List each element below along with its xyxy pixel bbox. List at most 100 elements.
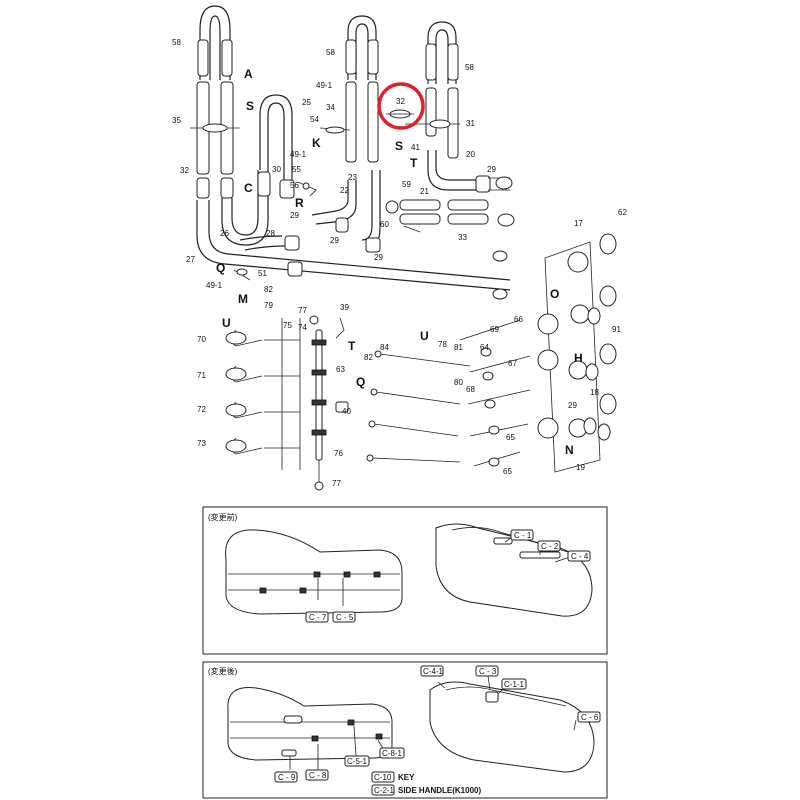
part-label: 78 xyxy=(438,340,447,349)
letter-marker: A xyxy=(244,67,253,81)
part-label: 23 xyxy=(348,173,357,182)
after-heading: (変更後) xyxy=(208,666,238,676)
part-label: 20 xyxy=(466,150,475,159)
part-label: 30 xyxy=(272,165,281,174)
part-label: 32 xyxy=(396,97,405,106)
part-label: 58 xyxy=(326,48,335,57)
part-label: 79 xyxy=(264,301,273,310)
letter-marker: S xyxy=(246,99,254,113)
legend-c21: C-2-1 xyxy=(374,786,395,795)
part-label: 91 xyxy=(612,325,621,334)
connection-letters: A S K C R S T Q M U T U Q O H N xyxy=(216,67,583,457)
part-label: 62 xyxy=(618,208,627,217)
callout-c2: C - 2 xyxy=(541,542,559,551)
part-label: 51 xyxy=(258,269,267,278)
callout-c5: C - 5 xyxy=(336,613,354,622)
part-label: 66 xyxy=(514,315,523,324)
part-label: 82 xyxy=(264,285,273,294)
part-label: 75 xyxy=(283,321,292,330)
letter-marker: Q xyxy=(216,261,225,275)
legend-c10: C-10 xyxy=(374,773,392,782)
letter-marker: S xyxy=(395,139,403,153)
part-label: 17 xyxy=(574,219,583,228)
letter-marker: U xyxy=(222,316,231,330)
part-label: 49-1 xyxy=(206,281,223,290)
tubing-left xyxy=(190,5,511,291)
part-label: 55 xyxy=(292,165,301,174)
part-label: 58 xyxy=(465,63,474,72)
letter-marker: M xyxy=(238,292,248,306)
part-label: 82 xyxy=(364,353,373,362)
part-label: 25 xyxy=(302,98,311,107)
part-label: 19 xyxy=(576,463,585,472)
callout-c9: C - 9 xyxy=(278,773,296,782)
part-label: 54 xyxy=(310,115,319,124)
part-label: 29 xyxy=(568,401,577,410)
letter-marker: H xyxy=(574,351,583,365)
part-label: 69 xyxy=(490,325,499,334)
letter-marker: T xyxy=(348,339,356,353)
letter-marker: U xyxy=(420,329,429,343)
part-label: 68 xyxy=(466,385,475,394)
part-label: 73 xyxy=(197,439,206,448)
part-label: 76 xyxy=(334,449,343,458)
callout-c81: C-8-1 xyxy=(382,749,403,758)
callout-c8: C - 8 xyxy=(309,771,327,780)
letter-marker: Q xyxy=(356,375,365,389)
lever-linkage xyxy=(225,315,531,491)
part-label: 58 xyxy=(172,38,181,47)
part-label: 56 xyxy=(290,181,299,190)
tubing-right xyxy=(385,21,515,300)
part-label: 18 xyxy=(590,388,599,397)
part-label: 65 xyxy=(503,467,512,476)
tubing-middle xyxy=(297,15,381,253)
part-label: 31 xyxy=(466,119,475,128)
part-label: 65 xyxy=(506,433,515,442)
part-label: 84 xyxy=(380,343,389,352)
highlight-circle-part-32 xyxy=(377,82,425,130)
part-label: 29 xyxy=(290,211,299,220)
letter-marker: C xyxy=(244,181,253,195)
part-label: 22 xyxy=(340,186,349,195)
part-label: 81 xyxy=(454,343,463,352)
part-label: 34 xyxy=(326,103,335,112)
part-label: 33 xyxy=(458,233,467,242)
part-label: 63 xyxy=(336,365,345,374)
callout-c7: C - 7 xyxy=(309,613,327,622)
callout-c51: C-5-1 xyxy=(347,757,368,766)
part-label: 40 xyxy=(342,407,351,416)
before-heading: (変更前) xyxy=(208,512,238,522)
part-label: 35 xyxy=(172,116,181,125)
letter-marker: K xyxy=(312,136,321,150)
part-label: 60 xyxy=(380,220,389,229)
part-label: 21 xyxy=(420,187,429,196)
part-label: 29 xyxy=(487,165,496,174)
part-label: 49-1 xyxy=(290,150,307,159)
part-label: 27 xyxy=(186,255,195,264)
callout-c11: C-1-1 xyxy=(504,680,525,689)
part-label: 32 xyxy=(180,166,189,175)
part-label: 29 xyxy=(330,236,339,245)
part-label: 77 xyxy=(298,306,307,315)
legend-side-handle: SIDE HANDLE(K1000) xyxy=(398,786,481,795)
part-label: 67 xyxy=(508,359,517,368)
part-label: 72 xyxy=(197,405,206,414)
part-label: 39 xyxy=(340,303,349,312)
part-label: 64 xyxy=(480,343,489,352)
part-label: 70 xyxy=(197,335,206,344)
callout-c6: C - 6 xyxy=(581,713,599,722)
callout-c41: C-4-1 xyxy=(423,667,444,676)
part-label: 28 xyxy=(266,229,275,238)
part-label: 49-1 xyxy=(316,81,333,90)
letter-marker: R xyxy=(295,196,304,210)
letter-marker: O xyxy=(550,287,559,301)
letter-marker: T xyxy=(410,156,418,170)
legend-key: KEY xyxy=(398,773,415,782)
rotary-valve-block xyxy=(537,233,617,473)
part-label: 80 xyxy=(454,378,463,387)
case-before-panel: (変更前) C - 1 C - 2 C - 4 C - 7 C - 5 xyxy=(202,506,608,655)
part-label: 26 xyxy=(220,229,229,238)
callout-c1: C - 1 xyxy=(514,531,532,540)
letter-marker: N xyxy=(565,443,574,457)
